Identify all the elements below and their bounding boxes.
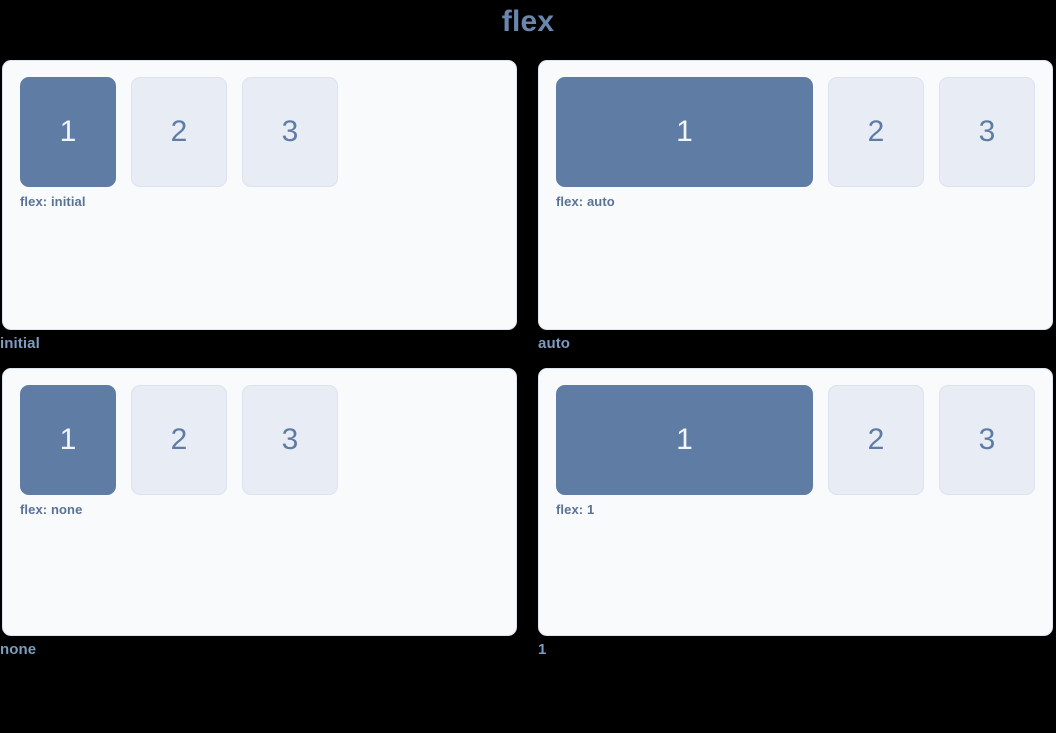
flex-item-1[interactable]: 1 — [20, 384, 116, 495]
flex-container-initial: 1 2 3 flex: initial — [2, 60, 517, 330]
panel-grid: 1 2 3 flex: initial initial 1 2 3 flex: … — [0, 60, 1056, 660]
property-label: flex: none — [20, 501, 83, 517]
panel-key-label: auto — [538, 335, 571, 352]
panel-one: 1 2 3 flex: 1 1 — [538, 367, 1053, 660]
property-label: flex: initial — [20, 194, 86, 209]
flex-items-row: 1 2 3 — [20, 384, 499, 495]
flex-item-1[interactable]: 1 — [556, 77, 813, 187]
panel-none: 1 2 3 flex: none none — [0, 367, 517, 660]
page-title: flex — [501, 5, 555, 38]
flex-item-3[interactable]: 3 — [939, 384, 1035, 495]
flex-container-one: 1 2 3 flex: 1 — [538, 367, 1053, 636]
panel-auto: 1 2 3 flex: auto auto — [538, 60, 1053, 354]
property-label: flex: 1 — [556, 501, 595, 517]
panel-key-label: initial — [0, 335, 40, 352]
flex-item-1[interactable]: 1 — [20, 77, 116, 187]
flex-item-2[interactable]: 2 — [828, 384, 924, 495]
property-label: flex: auto — [556, 194, 615, 209]
flex-item-1[interactable]: 1 — [556, 384, 813, 495]
flex-item-2[interactable]: 2 — [131, 384, 227, 495]
flex-container-none: 1 2 3 flex: none — [2, 367, 517, 636]
flex-container-auto: 1 2 3 flex: auto — [538, 60, 1053, 330]
flex-item-2[interactable]: 2 — [131, 77, 227, 187]
flex-item-2[interactable]: 2 — [828, 77, 924, 187]
flex-items-row: 1 2 3 — [20, 77, 499, 187]
flex-item-3[interactable]: 3 — [242, 384, 338, 495]
flex-item-3[interactable]: 3 — [939, 77, 1035, 187]
flex-item-3[interactable]: 3 — [242, 77, 338, 187]
flex-items-row: 1 2 3 — [556, 384, 1035, 495]
flex-items-row: 1 2 3 — [556, 77, 1035, 187]
panel-initial: 1 2 3 flex: initial initial — [0, 60, 517, 354]
panel-key-label: none — [0, 640, 37, 658]
panel-key-label: 1 — [538, 640, 547, 658]
